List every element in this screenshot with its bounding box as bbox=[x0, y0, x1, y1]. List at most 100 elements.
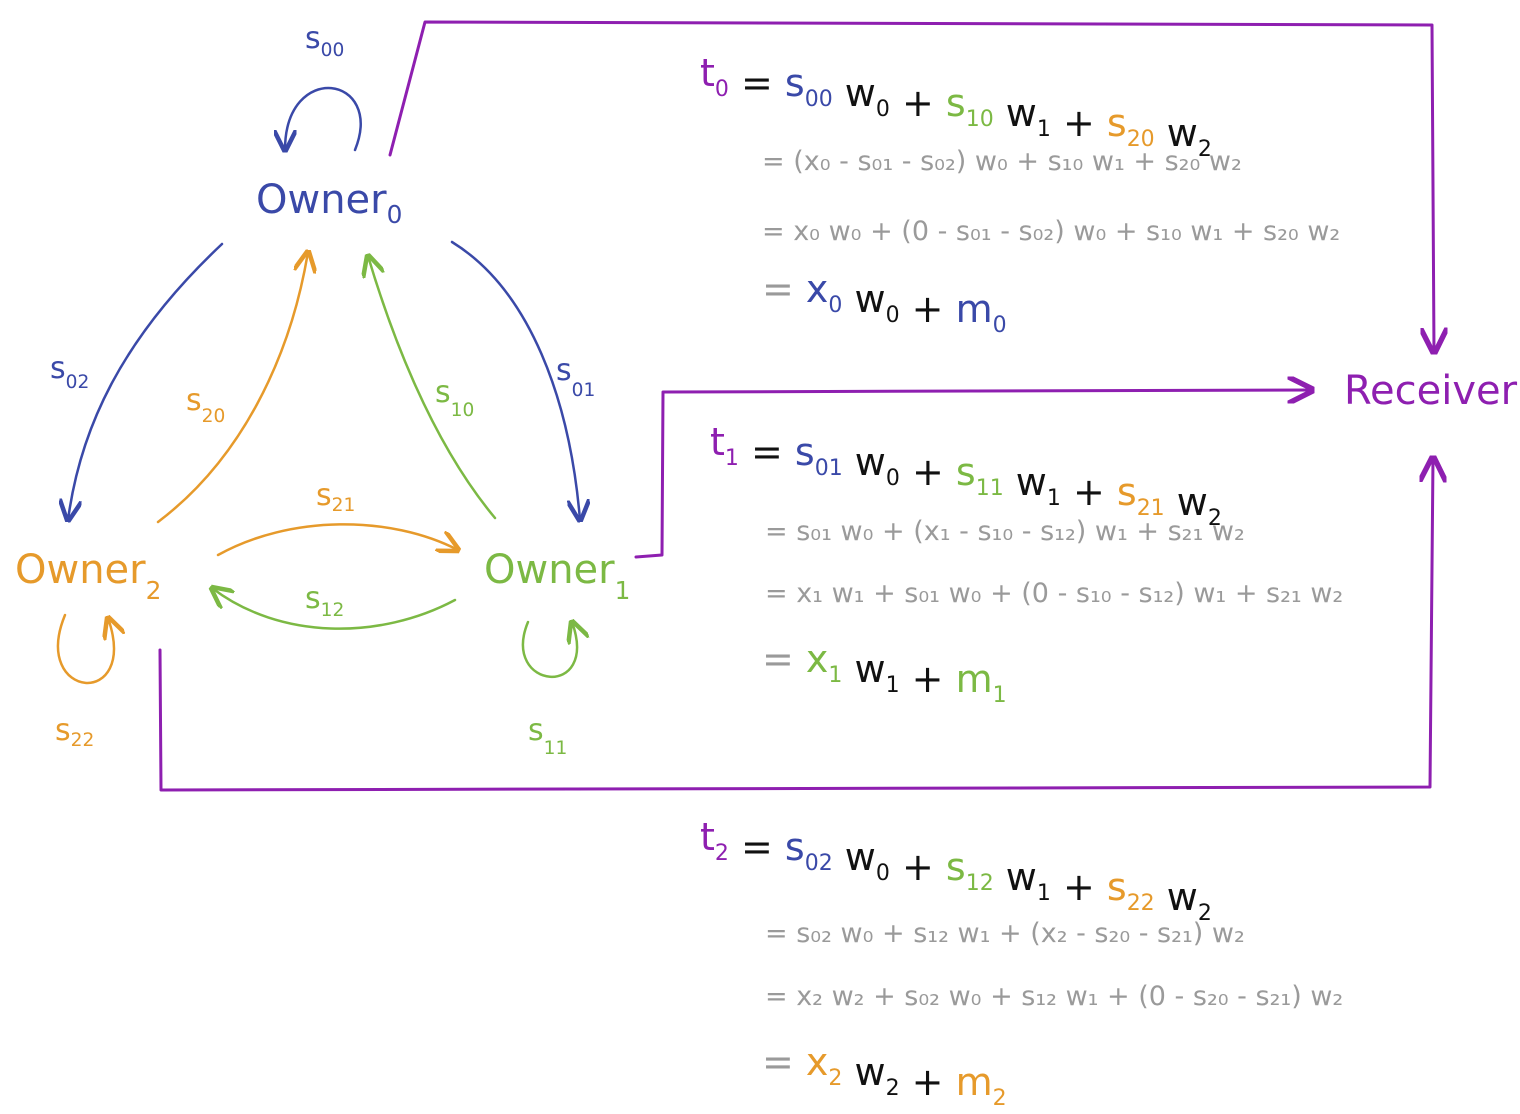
eq-subscript: 0 bbox=[886, 303, 900, 328]
eq-token: = bbox=[762, 1040, 806, 1084]
label-s12: s12 bbox=[305, 581, 344, 621]
eq-token: + bbox=[900, 1060, 956, 1104]
edge-s20 bbox=[156, 252, 308, 524]
eq-token: w bbox=[842, 647, 885, 691]
eq-token: s bbox=[785, 825, 805, 869]
eq-token: + bbox=[900, 657, 956, 701]
label-s00: s00 bbox=[305, 21, 344, 61]
eq-token: = bbox=[762, 637, 806, 681]
label-s21: s21 bbox=[316, 478, 355, 516]
eq-token: w bbox=[994, 855, 1037, 899]
eq-subscript: 1 bbox=[828, 663, 842, 688]
eq-token: w bbox=[1155, 111, 1198, 155]
node-owner2: Owner2 bbox=[15, 547, 161, 605]
edge-s12 bbox=[212, 588, 457, 630]
eq-token: + bbox=[1051, 101, 1107, 145]
eq-token: s bbox=[1107, 865, 1127, 909]
eq-token: s bbox=[1117, 470, 1137, 514]
eq-token: s bbox=[785, 61, 805, 105]
node-owner0: Owner0 bbox=[256, 177, 402, 229]
eq-subscript: 0 bbox=[993, 313, 1007, 338]
eq-token: x bbox=[806, 637, 829, 681]
eq-token: w bbox=[842, 277, 885, 321]
equation-t0-step2: = x₀ w₀ + (0 - s₀₁ - s₀₂) w₀ + s₁₀ w₁ + … bbox=[762, 216, 1340, 247]
eq-subscript: 0 bbox=[876, 97, 890, 122]
equation-t0-step1: = (x₀ - s₀₁ - s₀₂) w₀ + s₁₀ w₁ + s₂₀ w₂ bbox=[762, 146, 1242, 177]
route-owner2-to-receiver bbox=[158, 458, 1433, 792]
eq-token: + bbox=[890, 81, 946, 125]
edge-s01 bbox=[450, 240, 580, 520]
eq-token: m bbox=[956, 657, 993, 701]
eq-subscript: 2 bbox=[828, 1066, 842, 1091]
edge-s02 bbox=[68, 242, 224, 520]
route-owner0-to-receiver bbox=[388, 20, 1434, 352]
eq-subscript: 1 bbox=[886, 673, 900, 698]
node-owner1: Owner1 bbox=[484, 547, 630, 605]
loop-s00 bbox=[285, 86, 362, 150]
eq-token: x bbox=[806, 267, 829, 311]
eq-token: w bbox=[994, 91, 1037, 135]
eq-token: + bbox=[900, 450, 956, 494]
eq-subscript: 0 bbox=[715, 77, 729, 102]
eq-subscript: 1 bbox=[993, 683, 1007, 708]
eq-subscript: 0 bbox=[828, 293, 842, 318]
eq-subscript: 10 bbox=[966, 107, 994, 132]
loop-s22 bbox=[57, 615, 114, 685]
eq-token: w bbox=[1155, 875, 1198, 919]
eq-subscript: 02 bbox=[805, 851, 833, 876]
edge-s21 bbox=[216, 523, 458, 557]
eq-subscript: 12 bbox=[966, 871, 994, 896]
eq-subscript: 1 bbox=[1037, 117, 1051, 142]
label-s02: s02 bbox=[50, 351, 89, 393]
eq-subscript: 00 bbox=[805, 87, 833, 112]
eq-token: = bbox=[762, 267, 806, 311]
eq-token: + bbox=[1051, 865, 1107, 909]
eq-token: s bbox=[946, 81, 966, 125]
label-s22: s22 bbox=[55, 713, 94, 751]
label-s01: s01 bbox=[556, 353, 595, 401]
eq-token: s bbox=[956, 450, 976, 494]
eq-subscript: 22 bbox=[1127, 891, 1155, 916]
equation-t0-result: = x0 w0 + m0 bbox=[762, 267, 1007, 338]
eq-token: w bbox=[1165, 480, 1208, 524]
node-receiver: Receiver bbox=[1344, 368, 1518, 414]
eq-token: s bbox=[946, 845, 966, 889]
edge-s10 bbox=[368, 256, 497, 520]
eq-token: t bbox=[710, 420, 725, 464]
eq-token: = bbox=[739, 430, 795, 474]
eq-subscript: 01 bbox=[815, 456, 843, 481]
eq-subscript: 20 bbox=[1127, 127, 1155, 152]
label-s10: s10 bbox=[435, 375, 474, 421]
equation-t1: t1 = s01 w0 + s11 w1 + s21 w2 bbox=[710, 420, 1222, 531]
route-owner1-to-receiver bbox=[634, 390, 1312, 559]
label-s11: s11 bbox=[528, 713, 567, 759]
eq-subscript: 2 bbox=[715, 841, 729, 866]
eq-token: w bbox=[1004, 460, 1047, 504]
eq-token: s bbox=[795, 430, 815, 474]
eq-token: + bbox=[890, 845, 946, 889]
equation-t1-step2: = x₁ w₁ + s₀₁ w₀ + (0 - s₁₀ - s₁₂) w₁ + … bbox=[765, 578, 1343, 609]
eq-subscript: 2 bbox=[993, 1086, 1007, 1111]
eq-token: m bbox=[956, 1060, 993, 1104]
eq-subscript: 21 bbox=[1137, 496, 1165, 521]
eq-token: w bbox=[833, 71, 876, 115]
eq-subscript: 2 bbox=[1198, 901, 1212, 926]
eq-token: w bbox=[843, 440, 886, 484]
eq-token: t bbox=[700, 815, 715, 859]
eq-token: w bbox=[833, 835, 876, 879]
equation-t2-result: = x2 w2 + m2 bbox=[762, 1040, 1007, 1111]
eq-token: s bbox=[1107, 101, 1127, 145]
eq-token: + bbox=[1061, 470, 1117, 514]
eq-subscript: 2 bbox=[1208, 506, 1222, 531]
eq-subscript: 1 bbox=[725, 446, 739, 471]
loop-s11 bbox=[521, 622, 577, 679]
equation-t1-result: = x1 w1 + m1 bbox=[762, 637, 1007, 708]
eq-subscript: 2 bbox=[1198, 137, 1212, 162]
eq-token: m bbox=[956, 287, 993, 331]
equation-t2: t2 = s02 w0 + s12 w1 + s22 w2 bbox=[700, 815, 1212, 926]
eq-subscript: 1 bbox=[1047, 486, 1061, 511]
equation-t2-step2: = x₂ w₂ + s₀₂ w₀ + s₁₂ w₁ + (0 - s₂₀ - s… bbox=[765, 981, 1343, 1012]
eq-subscript: 11 bbox=[976, 476, 1004, 501]
